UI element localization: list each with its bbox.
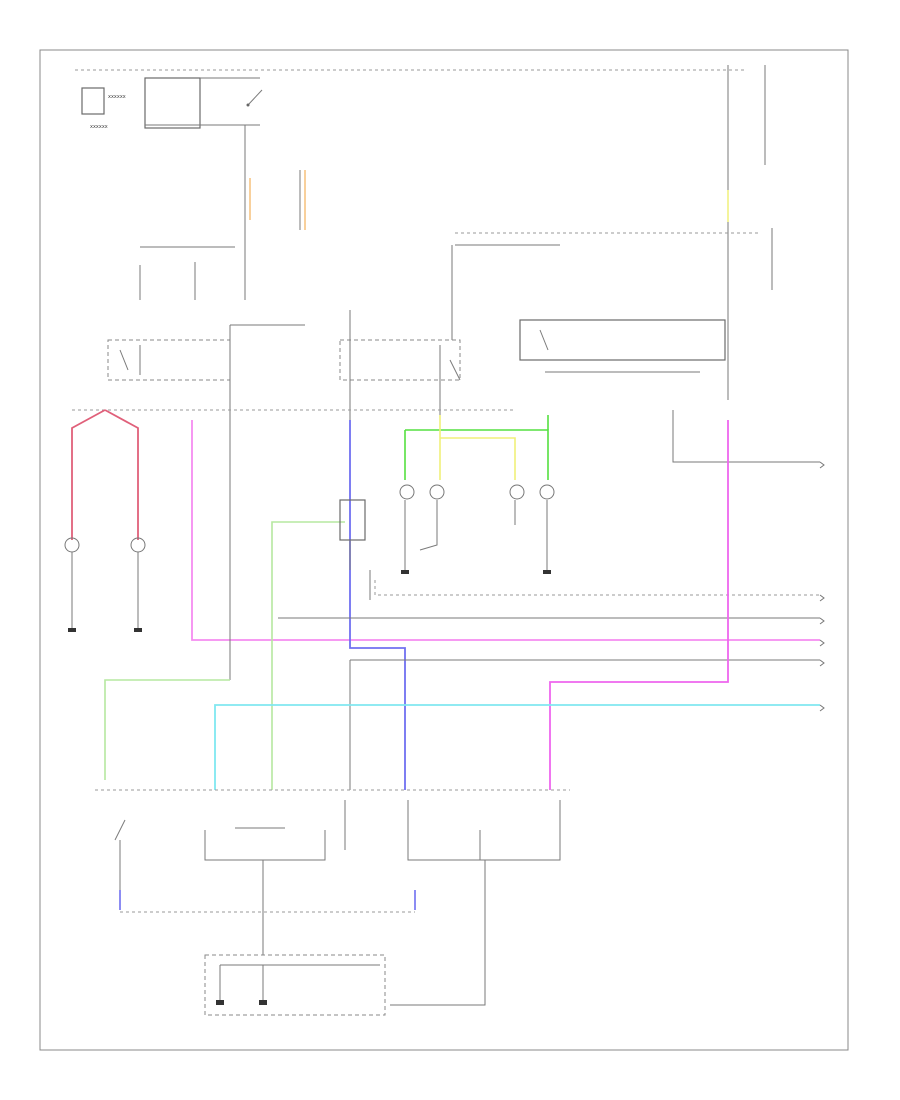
headlight-left-lamp <box>399 484 445 574</box>
fuse-box-top-left: xxxxxx xxxxxx <box>81 77 260 130</box>
right-edge-arrows <box>819 461 825 712</box>
wire-pink <box>191 420 820 641</box>
wire-green-left <box>104 679 230 780</box>
combination-switch <box>114 800 561 1006</box>
ground-icon <box>68 628 142 632</box>
svg-text:xxxxxx: xxxxxx <box>108 94 126 100</box>
lamp-icon <box>64 537 146 628</box>
right-edge-wires <box>278 410 820 790</box>
relay-icon <box>339 499 371 600</box>
relay-box-left <box>107 324 305 420</box>
headlight-right-lamp <box>509 484 555 574</box>
switch-icon <box>244 89 301 300</box>
wire-blue <box>349 420 406 790</box>
headlight-wires <box>404 415 549 480</box>
diagram-frame <box>39 49 849 1051</box>
wire-green-dimmer <box>271 521 345 790</box>
relay-box-middle <box>339 310 461 420</box>
svg-text:xxxxxx: xxxxxx <box>90 124 108 130</box>
wire-red <box>71 409 139 540</box>
wire-magenta <box>549 420 729 790</box>
wire-cyan <box>214 704 820 790</box>
connector-icon <box>204 954 386 1016</box>
fuse-labels-left <box>139 246 235 300</box>
relay-box-right <box>519 319 726 373</box>
